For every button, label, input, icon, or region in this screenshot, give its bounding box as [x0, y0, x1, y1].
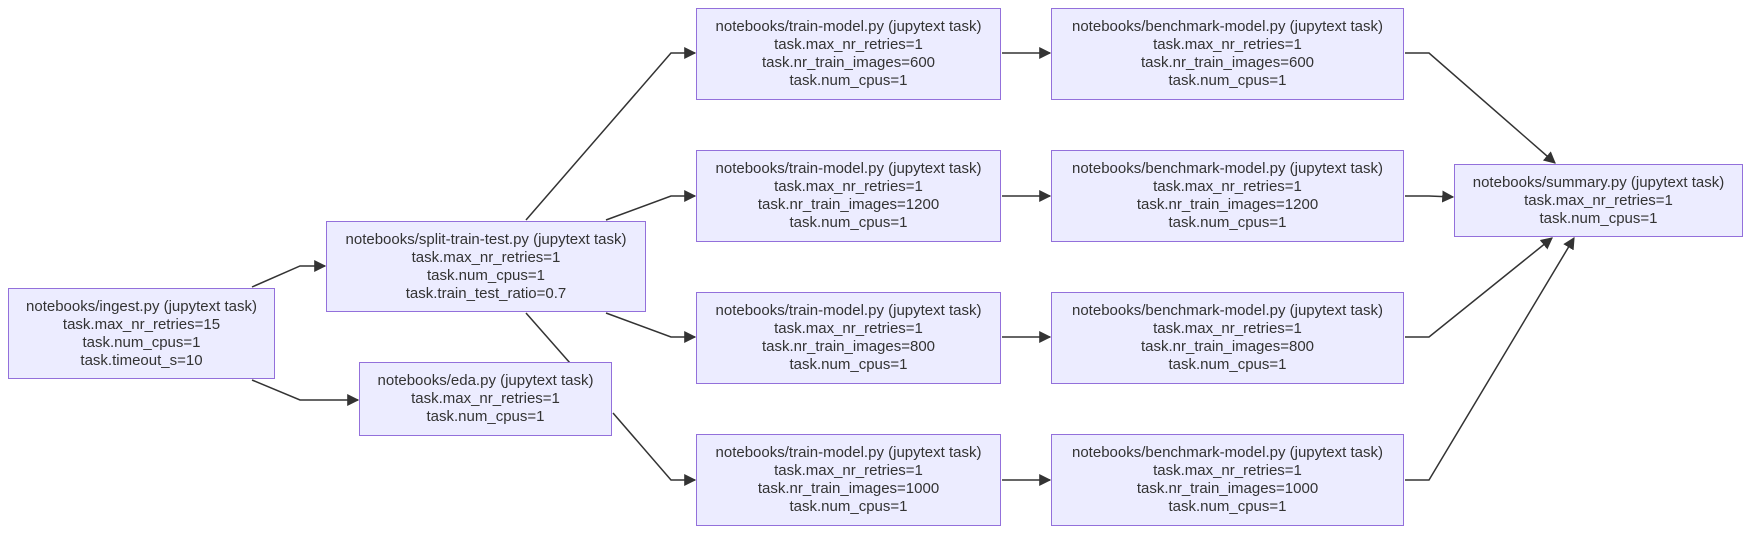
node-param: task.nr_train_images=800: [1140, 338, 1315, 355]
node-param: task.max_nr_retries=1: [411, 390, 560, 407]
node-title: notebooks/train-model.py (jupytext task): [715, 302, 982, 319]
node-param: task.num_cpus=1: [789, 214, 908, 231]
node-param: task.max_nr_retries=1: [1153, 462, 1302, 479]
node-param: task.num_cpus=1: [789, 72, 908, 89]
node-ingest[interactable]: notebooks/ingest.py (jupytext task)task.…: [8, 288, 275, 379]
edge-ingest-to-split: [251, 260, 327, 288]
node-title: notebooks/train-model.py (jupytext task): [715, 18, 982, 35]
node-title: notebooks/benchmark-model.py (jupytext t…: [1072, 160, 1383, 177]
node-param: task.nr_train_images=1000: [757, 480, 940, 497]
node-bench600[interactable]: notebooks/benchmark-model.py (jupytext t…: [1051, 8, 1404, 100]
edge-bench800-to-summary: [1405, 237, 1553, 338]
node-train1200[interactable]: notebooks/train-model.py (jupytext task)…: [696, 150, 1001, 242]
node-param: task.num_cpus=1: [426, 408, 545, 425]
node-train1000[interactable]: notebooks/train-model.py (jupytext task)…: [696, 434, 1001, 526]
node-bench1200[interactable]: notebooks/benchmark-model.py (jupytext t…: [1051, 150, 1404, 242]
node-bench1000[interactable]: notebooks/benchmark-model.py (jupytext t…: [1051, 434, 1404, 526]
node-title: notebooks/summary.py (jupytext task): [1472, 173, 1725, 191]
node-param: task.max_nr_retries=1: [774, 462, 923, 479]
node-param: task.num_cpus=1: [427, 266, 545, 284]
node-bench800[interactable]: notebooks/benchmark-model.py (jupytext t…: [1051, 292, 1404, 384]
node-train600[interactable]: notebooks/train-model.py (jupytext task)…: [696, 8, 1001, 100]
node-title: notebooks/train-model.py (jupytext task): [715, 444, 982, 461]
edge-bench1000-to-summary: [1405, 236, 1575, 481]
node-param: task.nr_train_images=1200: [1136, 196, 1319, 213]
node-split[interactable]: notebooks/split-train-test.py (jupytext …: [326, 221, 646, 312]
node-title: notebooks/eda.py (jupytext task): [377, 372, 594, 389]
node-param: task.num_cpus=1: [1539, 209, 1658, 227]
node-param: task.max_nr_retries=1: [1153, 36, 1302, 53]
node-param: task.nr_train_images=600: [761, 54, 936, 71]
node-title: notebooks/benchmark-model.py (jupytext t…: [1072, 302, 1383, 319]
node-param: task.max_nr_retries=1: [774, 178, 923, 195]
edge-segment-0: [525, 312, 571, 364]
node-param: task.nr_train_images=1200: [757, 196, 940, 213]
edge-split-to-train1200: [605, 190, 697, 221]
node-param: task.train_test_ratio=0.7: [405, 284, 567, 302]
node-title: notebooks/ingest.py (jupytext task): [26, 297, 257, 315]
node-param: task.num_cpus=1: [1168, 356, 1287, 373]
node-train800[interactable]: notebooks/train-model.py (jupytext task)…: [696, 292, 1001, 384]
node-param: task.nr_train_images=600: [1140, 54, 1315, 71]
edge-bench600-to-summary: [1405, 52, 1556, 164]
node-param: task.max_nr_retries=15: [62, 315, 221, 333]
node-title: notebooks/split-train-test.py (jupytext …: [345, 230, 627, 248]
node-title: notebooks/benchmark-model.py (jupytext t…: [1072, 444, 1383, 461]
edge-ingest-to-eda: [251, 379, 360, 406]
node-param: task.num_cpus=1: [1168, 214, 1287, 231]
node-param: task.nr_train_images=1000: [1136, 480, 1319, 497]
edge-eda-to-train1000: [612, 412, 697, 486]
node-param: task.num_cpus=1: [82, 333, 201, 351]
node-param: task.max_nr_retries=1: [1524, 191, 1673, 209]
node-param: task.nr_train_images=800: [761, 338, 936, 355]
node-param: task.num_cpus=1: [789, 356, 908, 373]
node-param: task.max_nr_retries=1: [1153, 178, 1302, 195]
node-summary[interactable]: notebooks/summary.py (jupytext task)task…: [1454, 164, 1743, 237]
node-eda[interactable]: notebooks/eda.py (jupytext task)task.max…: [359, 362, 612, 436]
node-title: notebooks/train-model.py (jupytext task): [715, 160, 982, 177]
node-param: task.timeout_s=10: [80, 351, 203, 369]
node-param: task.max_nr_retries=1: [1153, 320, 1302, 337]
edge-split-to-train800: [605, 312, 697, 343]
edge-bench1200-to-summary: [1405, 190, 1455, 203]
node-param: task.max_nr_retries=1: [774, 36, 923, 53]
node-title: notebooks/benchmark-model.py (jupytext t…: [1072, 18, 1383, 35]
node-param: task.num_cpus=1: [1168, 72, 1287, 89]
edge-split-to-train600: [525, 47, 697, 221]
node-param: task.max_nr_retries=1: [774, 320, 923, 337]
node-param: task.num_cpus=1: [1168, 498, 1287, 515]
node-param: task.max_nr_retries=1: [411, 248, 561, 266]
node-param: task.num_cpus=1: [789, 498, 908, 515]
